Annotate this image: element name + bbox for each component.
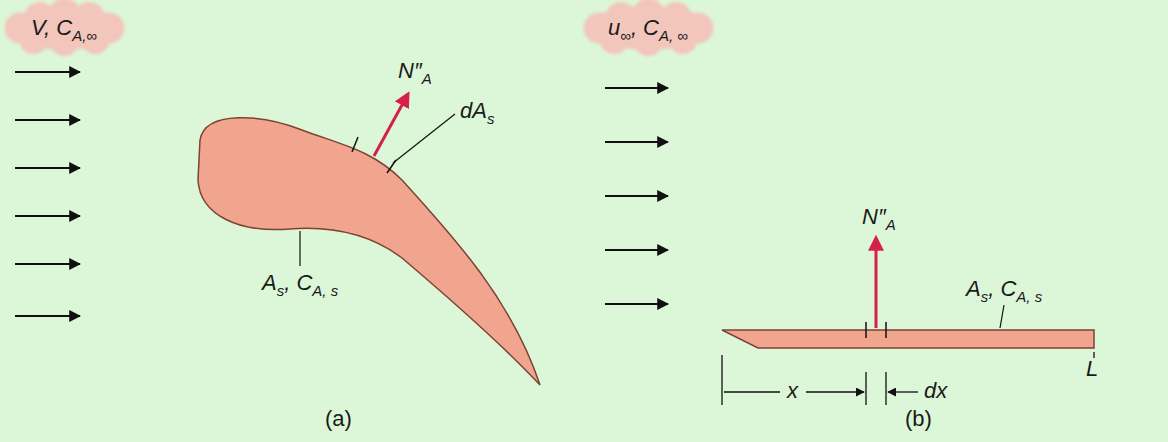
flux-label: N″ [398, 58, 422, 83]
flat-plate [722, 330, 1094, 348]
subscript: s [277, 282, 285, 299]
surface-label: As, CA, s [966, 276, 1042, 301]
flux-arrow [374, 94, 408, 156]
dimension-label: L [1086, 356, 1098, 381]
dimension-label: L [1086, 356, 1098, 381]
subscript: A, s [312, 282, 338, 299]
surface-label: , C [988, 276, 1016, 301]
stream-label: u [608, 15, 620, 40]
surface-label: A [262, 270, 277, 295]
leader-line [299, 231, 300, 266]
panel-label: (b) [905, 406, 932, 431]
flux-label: N″A [862, 204, 896, 229]
cloud-text: u∞, CA, ∞ [608, 15, 688, 40]
dimension-label: dx [924, 378, 947, 403]
flux-label: N″ [862, 204, 886, 229]
subscript: A [886, 216, 896, 233]
surface-label: , C [284, 270, 312, 295]
subscript: A [422, 70, 432, 87]
dimension-lines [722, 352, 1094, 405]
flow-arrows [15, 72, 80, 316]
area-element-label: dA [460, 98, 487, 123]
airfoil-body [198, 118, 540, 385]
surface-label: A [966, 276, 981, 301]
cloud-text: V, CA,∞ [31, 15, 97, 40]
panel-label: (a) [325, 406, 352, 431]
flow-arrows [605, 88, 668, 304]
flux-arrow [875, 238, 878, 328]
dimension-label: x [787, 378, 798, 403]
subscript: s [981, 288, 989, 305]
leader-line [1000, 305, 1004, 328]
stream-label: A,∞ [72, 27, 97, 44]
stream-label: A, ∞ [659, 27, 688, 44]
dimension-label: dx [924, 378, 947, 403]
area-element-label: dAs [460, 98, 494, 123]
stream-label: , C [631, 15, 659, 40]
cloud: V, CA,∞ [3, 2, 126, 54]
flux-label: N″A [398, 58, 432, 83]
dimension-label: x [787, 378, 798, 403]
leader-line [393, 114, 455, 163]
panel-label: (b) [905, 406, 932, 431]
subscript: s [487, 110, 495, 127]
surface-label: As, CA, s [262, 270, 338, 295]
subscript: A, s [1016, 288, 1042, 305]
panel-label: (a) [325, 406, 352, 431]
stream-label: V, C [31, 15, 72, 40]
stream-label: ∞ [620, 27, 631, 44]
cloud: u∞, CA, ∞ [580, 2, 717, 54]
